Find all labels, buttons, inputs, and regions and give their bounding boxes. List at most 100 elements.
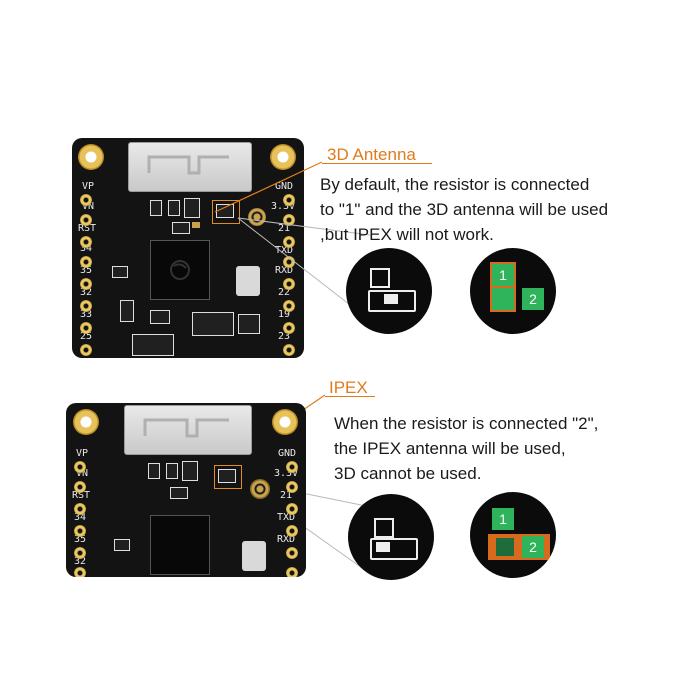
pin-pad	[80, 322, 92, 334]
pin-label-gnd: GND	[275, 181, 294, 192]
pin-pad	[286, 525, 298, 537]
pin-label-txd: TXD	[275, 245, 294, 256]
pin-label-3v3: 3.3V	[274, 468, 299, 479]
pin-label-25: 25	[80, 331, 93, 342]
smd-component	[172, 222, 190, 234]
crystal-oscillator	[236, 266, 260, 296]
heading-underline	[325, 396, 375, 397]
pin-label-rst: RST	[78, 223, 97, 234]
pin-pad	[80, 344, 92, 356]
zoom-circle-resistor-ipex	[348, 494, 434, 580]
zoom-circle-pads-3d: 1 2	[470, 248, 556, 334]
resistor-outline-icon	[370, 268, 390, 288]
mount-hole	[272, 409, 298, 435]
resistor-body	[384, 294, 398, 304]
espressif-logo-icon	[170, 260, 190, 280]
pin-label-3v3: 3.3V	[271, 201, 296, 212]
pin-label-23: 23	[278, 331, 291, 342]
pin-pad	[283, 322, 295, 334]
pad-2-label: 2	[522, 288, 544, 310]
resistor-highlight-box	[212, 200, 240, 224]
pin-label-32: 32	[74, 556, 87, 567]
pin-pad	[283, 236, 295, 248]
antenna-resistor	[218, 469, 236, 483]
smd-component	[120, 300, 134, 322]
pin-pad	[74, 503, 86, 515]
pin-pad	[286, 481, 298, 493]
heading-3d-antenna: 3D Antenna	[327, 145, 416, 164]
capacitor	[192, 222, 200, 228]
pin-label-txd: TXD	[277, 512, 296, 523]
pin-label-32: 32	[80, 287, 93, 298]
ipex-connector-icon	[250, 479, 270, 499]
description-3d-line-1: By default, the resistor is connected	[320, 175, 590, 194]
pad-common	[492, 288, 514, 310]
pin-pad	[80, 236, 92, 248]
pin-label-35: 35	[74, 534, 87, 545]
pin-pad	[80, 278, 92, 290]
zoom-circle-resistor-3d	[346, 248, 432, 334]
pin-pad	[283, 214, 295, 226]
pin-pad	[286, 547, 298, 559]
mount-hole	[73, 409, 99, 435]
mount-hole	[78, 144, 104, 170]
pin-label-vn: VN	[76, 468, 89, 479]
pin-label-33: 33	[80, 309, 93, 320]
antenna-trace-icon	[143, 418, 229, 438]
pin-pad	[286, 567, 298, 577]
pin-pad	[80, 256, 92, 268]
pin-label-vp: VP	[82, 181, 95, 192]
pin-pad	[74, 481, 86, 493]
pad-1-label: 1	[492, 508, 514, 530]
pad-1-label: 1	[492, 264, 514, 286]
pin-label-19: 19	[278, 309, 291, 320]
pad-2-label: 2	[522, 536, 544, 558]
pin-pad	[80, 300, 92, 312]
board-bottom-image: VP VN RST 34 35 32 GND 3.3V 21 TXD RXD	[66, 403, 306, 577]
pin-pad	[74, 567, 86, 577]
resistor-outline-icon	[374, 518, 394, 538]
pin-pad	[80, 194, 92, 206]
smd-component	[112, 266, 128, 278]
smd-component	[114, 539, 130, 551]
pad-common	[496, 538, 514, 556]
pin-label-rxd: RXD	[277, 534, 296, 545]
pin-label-34: 34	[80, 243, 93, 254]
smd-component	[168, 200, 180, 216]
smd-component	[182, 461, 198, 481]
description-3d-line-3: ,but IPEX will not work.	[320, 225, 494, 244]
pin-pad	[286, 503, 298, 515]
heading-underline	[322, 163, 432, 164]
pin-label-22: 22	[278, 287, 291, 298]
pin-label-34: 34	[74, 512, 87, 523]
antenna-trace-icon	[147, 155, 229, 175]
pin-pad	[283, 278, 295, 290]
pin-label-rst: RST	[72, 490, 91, 501]
smd-component	[238, 314, 260, 334]
resistor-body	[376, 542, 390, 552]
board-top-image: VP VN RST 34 35 32 33 25 GND 3.3V 21 TXD…	[72, 138, 304, 358]
pin-label-vn: VN	[82, 201, 95, 212]
heading-ipex: IPEX	[329, 378, 368, 397]
resistor-highlight-box	[214, 465, 242, 489]
description-ipex-line-2: the IPEX antenna will be used,	[334, 439, 566, 458]
resistor-outline-icon	[368, 290, 416, 312]
pin-label-21: 21	[278, 223, 291, 234]
pin-pad	[74, 525, 86, 537]
antenna-shield	[124, 405, 252, 455]
smd-component	[166, 463, 178, 479]
smd-component	[192, 312, 234, 336]
smd-component	[150, 200, 162, 216]
resistor-outline-icon	[370, 538, 418, 560]
smd-component	[132, 334, 174, 356]
description-3d-line-2: to "1" and the 3D antenna will be used	[320, 200, 609, 219]
pin-pad	[74, 461, 86, 473]
crystal-oscillator	[242, 541, 266, 571]
pin-label-21: 21	[280, 490, 293, 501]
esp32-chip	[150, 240, 210, 300]
description-ipex-line-3: 3D cannot be used.	[334, 464, 482, 483]
smd-component	[184, 198, 200, 218]
smd-component	[170, 487, 188, 499]
smd-component	[148, 463, 160, 479]
